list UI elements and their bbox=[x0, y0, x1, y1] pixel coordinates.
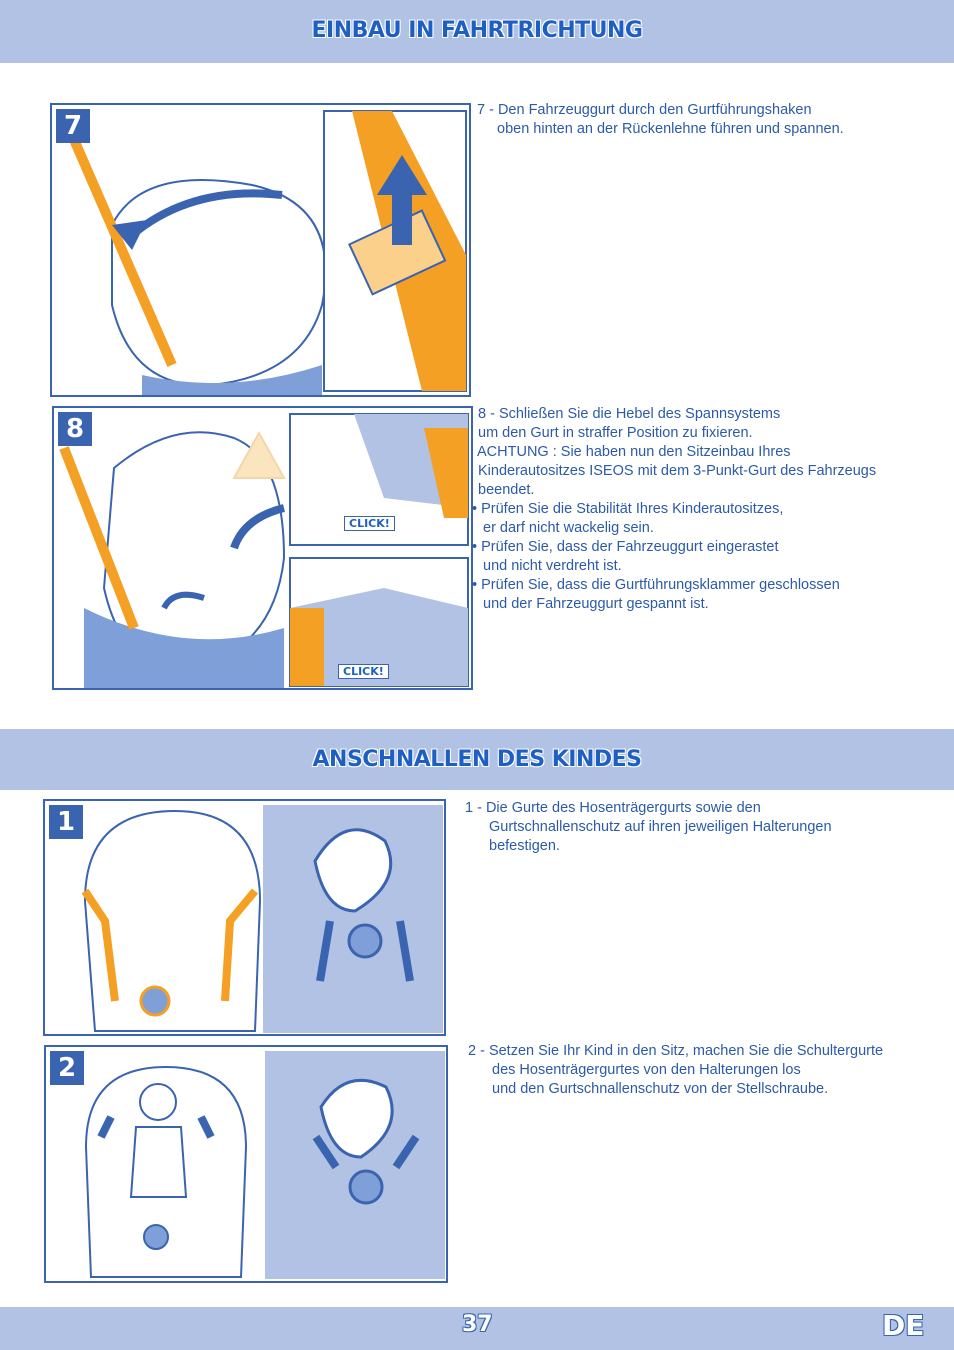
step-2-text: 2 - Setzen Sie Ihr Kind in den Sitz, mac… bbox=[468, 1042, 883, 1099]
page-number: 37 bbox=[462, 1312, 493, 1337]
step-1-badge: 1 bbox=[49, 805, 83, 839]
section-header-band bbox=[0, 0, 954, 63]
step-8-drawing bbox=[54, 408, 471, 688]
step-8-line: und der Fahrzeuggurt gespannt ist. bbox=[483, 596, 709, 612]
step-8-line: ACHTUNG : Sie haben nun den Sitzeinbau I… bbox=[477, 444, 791, 460]
step-8-badge: 8 bbox=[58, 412, 92, 446]
step-7-drawing bbox=[52, 105, 469, 395]
step-2-badge: 2 bbox=[50, 1051, 84, 1085]
step-8-line: um den Gurt in straffer Position zu fixi… bbox=[478, 425, 753, 441]
step-8-line: • Prüfen Sie, dass der Fahrzeuggurt eing… bbox=[472, 539, 779, 555]
step-1-line: Gurtschnallenschutz auf ihren jeweiligen… bbox=[489, 819, 832, 835]
step-8-line: und nicht verdreht ist. bbox=[483, 558, 622, 574]
step-2-drawing bbox=[46, 1047, 446, 1281]
step-7-illustration: 7 bbox=[50, 103, 471, 397]
step-7-badge: 7 bbox=[56, 109, 90, 143]
step-8-illustration: 8 CLICK! CLICK! bbox=[52, 406, 473, 690]
step-7-line: 7 - Den Fahrzeuggurt durch den Gurtführu… bbox=[477, 102, 812, 118]
step-8-line: 8 - Schließen Sie die Hebel des Spannsys… bbox=[478, 406, 781, 422]
step-1-line: befestigen. bbox=[489, 838, 560, 854]
step-2-line: 2 - Setzen Sie Ihr Kind in den Sitz, mac… bbox=[468, 1043, 884, 1059]
step-8-line: • Prüfen Sie, dass die Gurtführungsklamm… bbox=[472, 577, 840, 593]
step-2-illustration: 2 bbox=[44, 1045, 448, 1283]
step-1-drawing bbox=[45, 801, 444, 1034]
step-8-line: • Prüfen Sie die Stabilität Ihres Kinder… bbox=[472, 501, 784, 517]
footer-band bbox=[0, 1307, 954, 1350]
step-7-text: 7 - Den Fahrzeuggurt durch den Gurtführu… bbox=[477, 101, 844, 139]
step-8-line: er darf nicht wackelig sein. bbox=[483, 520, 654, 536]
language-code: DE bbox=[882, 1309, 925, 1342]
click-label-top: CLICK! bbox=[344, 516, 395, 531]
step-1-line: 1 - Die Gurte des Hosenträgergurts sowie… bbox=[465, 800, 761, 816]
click-label-bottom: CLICK! bbox=[338, 664, 389, 679]
step-2-line: des Hosenträgergurtes von den Halterunge… bbox=[492, 1062, 801, 1078]
section-title-installation: EINBAU IN FAHRTRICHTUNG bbox=[311, 18, 643, 43]
step-1-text: 1 - Die Gurte des Hosenträgergurts sowie… bbox=[465, 799, 832, 856]
section-header-band bbox=[0, 729, 954, 790]
step-8-line: beendet. bbox=[478, 482, 535, 498]
section-title-buckling: ANSCHNALLEN DES KINDES bbox=[312, 747, 643, 772]
step-8-line: Kinderautositzes ISEOS mit dem 3-Punkt-G… bbox=[478, 463, 877, 479]
step-7-line: oben hinten an der Rückenlehne führen un… bbox=[497, 121, 844, 137]
step-2-line: und den Gurtschnallenschutz von der Stel… bbox=[492, 1081, 829, 1097]
step-1-illustration: 1 bbox=[43, 799, 446, 1036]
step-8-text: 8 - Schließen Sie die Hebel des Spannsys… bbox=[472, 405, 876, 614]
